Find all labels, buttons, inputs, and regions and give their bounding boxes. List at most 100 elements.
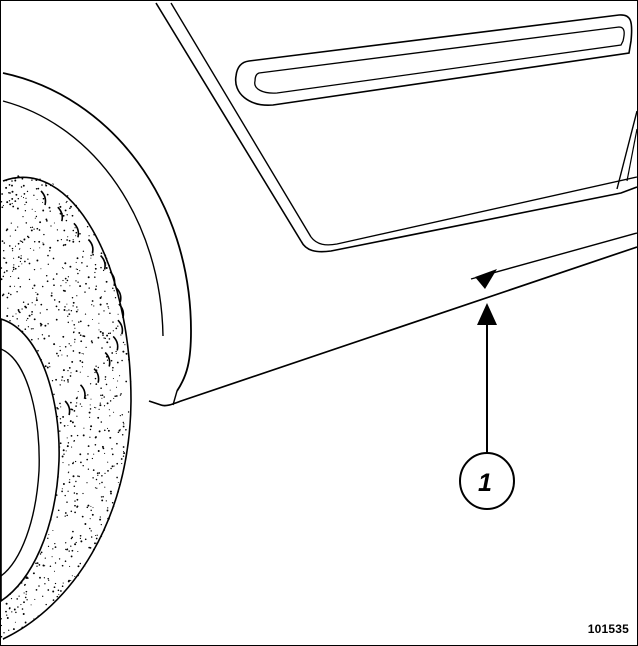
stipple-dot: [3, 632, 5, 634]
stipple-dot: [30, 604, 32, 606]
stipple-dot: [36, 297, 38, 299]
stipple-dot: [26, 319, 28, 321]
stipple-dot: [17, 256, 20, 258]
stipple-dot: [54, 546, 57, 548]
stipple-dot: [12, 268, 15, 271]
stipple-dot: [42, 243, 45, 246]
stipple-dot: [12, 205, 15, 208]
stipple-dot: [114, 297, 117, 299]
stipple-dot: [75, 601, 77, 604]
stipple-dot: [110, 639, 113, 641]
stipple-dot: [43, 337, 46, 340]
stipple-dot: [59, 205, 62, 208]
stipple-dot: [26, 190, 29, 193]
stipple-dot: [121, 296, 123, 298]
stipple-dot: [68, 625, 70, 628]
stipple-dot: [66, 355, 68, 357]
stipple-dot: [94, 444, 97, 446]
stipple-dot: [95, 285, 97, 287]
stipple-dot: [111, 448, 113, 450]
stipple-dot: [105, 633, 107, 635]
stipple-dot: [24, 583, 26, 586]
stipple-dot: [34, 217, 36, 219]
stipple-dot: [33, 241, 36, 243]
stipple-dot: [107, 642, 108, 643]
stipple-dot: [67, 381, 69, 383]
stipple-dot: [27, 644, 29, 646]
stipple-dot: [61, 630, 64, 633]
stipple-dot: [125, 186, 128, 189]
stipple-dot: [113, 256, 115, 258]
stipple-dot: [134, 507, 136, 509]
stipple-dot: [95, 537, 98, 540]
stipple-dot: [7, 292, 10, 294]
stipple-dot: [135, 346, 137, 348]
stipple-dot: [78, 240, 81, 243]
stipple-dot: [31, 226, 34, 229]
stipple-dot: [20, 186, 23, 188]
stipple-dot: [115, 219, 118, 222]
stipple-dot: [71, 360, 74, 363]
stipple-dot: [97, 450, 100, 452]
stipple-dot: [101, 332, 104, 335]
stipple-dot: [52, 616, 54, 618]
stipple-dot: [23, 171, 25, 173]
stipple-dot: [93, 453, 95, 455]
stipple-dot: [25, 172, 26, 173]
stipple-dot: [133, 296, 134, 297]
stipple-dot: [79, 334, 82, 337]
stipple-dot: [121, 547, 124, 550]
stipple-dot: [52, 590, 55, 593]
stipple-dot: [81, 515, 84, 518]
stipple-dot: [70, 545, 72, 547]
stipple-dot: [88, 411, 91, 414]
stipple-dot: [75, 480, 77, 483]
stipple-dot: [115, 386, 118, 388]
stipple-dot: [114, 554, 116, 557]
stipple-dot: [67, 424, 69, 427]
stipple-dot: [72, 475, 75, 478]
stipple-dot: [128, 306, 130, 308]
stipple-dot: [132, 416, 133, 417]
stipple-dot: [27, 326, 30, 328]
stipple-dot: [2, 275, 5, 278]
stipple-dot: [38, 564, 41, 566]
stipple-dot: [51, 292, 53, 294]
stipple-dot: [127, 552, 130, 554]
stipple-dot: [87, 453, 89, 455]
stipple-dot: [105, 383, 108, 386]
stipple-dot: [99, 483, 101, 485]
stipple-dot: [83, 427, 85, 429]
stipple-dot: [71, 549, 74, 552]
stipple-dot: [122, 263, 125, 266]
stipple-dot: [17, 226, 19, 228]
stipple-dot: [17, 175, 20, 178]
stipple-dot: [72, 239, 74, 241]
sill-top-edge: [470, 232, 637, 280]
stipple-dot: [45, 218, 48, 221]
stipple-dot: [99, 237, 102, 240]
stipple-dot: [2, 205, 4, 207]
stipple-dot: [61, 178, 63, 181]
stipple-dot: [108, 197, 111, 199]
stipple-dot: [101, 475, 103, 477]
stipple-dot: [122, 291, 125, 294]
stipple-dot: [95, 534, 97, 537]
stipple-dot: [124, 274, 127, 277]
stipple-dot: [96, 200, 98, 202]
stipple-dot: [24, 238, 26, 240]
stipple-dot: [11, 184, 13, 187]
stipple-dot: [76, 498, 79, 501]
stipple-dot: [117, 325, 119, 327]
stipple-dot: [59, 402, 61, 405]
stipple-dot: [77, 550, 79, 553]
stipple-dot: [99, 303, 102, 306]
tread-rib: [100, 255, 106, 270]
stipple-dot: [20, 255, 22, 257]
stipple-dot: [30, 328, 32, 330]
stipple-dot: [106, 588, 108, 590]
stipple-dot: [82, 608, 85, 611]
stipple-dot: [22, 216, 24, 218]
stipple-dot: [72, 240, 75, 243]
